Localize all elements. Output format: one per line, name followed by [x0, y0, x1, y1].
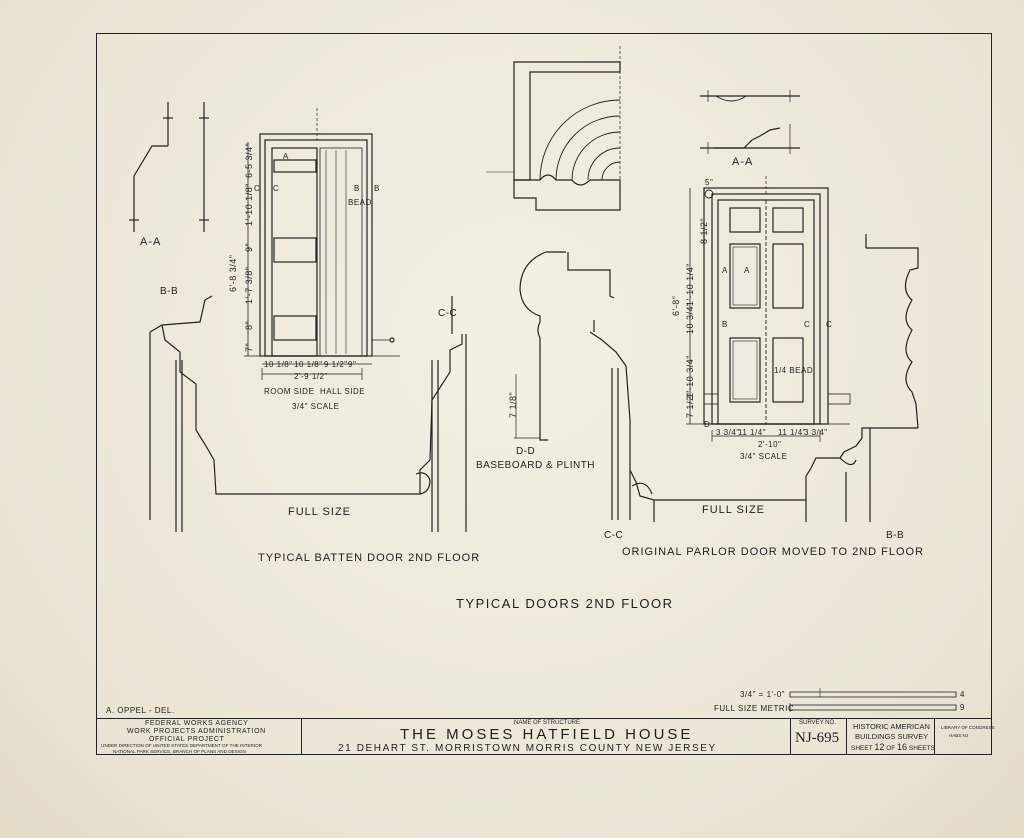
right-vert-dim-1: 8 1/2" — [699, 217, 709, 244]
room-side-label: ROOM SIDE — [264, 387, 315, 396]
sheet-number: 12 — [874, 742, 885, 752]
scale-end-a: 4 — [960, 690, 965, 699]
scale-end-b: 9 — [960, 703, 965, 712]
habs-line-2: BUILDINGS SURVEY — [855, 732, 929, 741]
batten-door-full-size-section — [149, 295, 467, 532]
habs-cell: HISTORIC AMERICAN BUILDINGS SURVEY SHEET… — [847, 719, 935, 755]
left-cc-label: C-C — [438, 308, 458, 319]
agency-line-2: WORK PROJECTS ADMINISTRATION — [127, 728, 266, 735]
batten-door-elevation — [244, 108, 400, 380]
left-b-marker-2: B — [374, 184, 380, 193]
right-width-dim-2: 11 1/4" — [738, 428, 766, 437]
title-block: FEDERAL WORKS AGENCY WORK PROJECTS ADMIN… — [97, 718, 995, 755]
agency-line-1: FEDERAL WORKS AGENCY — [145, 720, 249, 727]
right-c-marker-2: C — [826, 320, 833, 329]
drawing-border — [96, 33, 992, 755]
left-vert-dim-2: 1'-10 1/8" — [244, 183, 254, 226]
right-c-marker: C — [804, 320, 811, 329]
left-b-marker: B — [354, 184, 360, 193]
left-total-width: 2'-9 1/2" — [294, 372, 328, 381]
parlor-door-title: ORIGINAL PARLOR DOOR MOVED TO 2ND FLOOR — [622, 546, 925, 558]
library-line-2: HABS NJ — [949, 733, 969, 738]
left-width-dim-4: 9" — [348, 360, 357, 369]
left-vert-dim-1: 6-5 3/4" — [244, 142, 254, 178]
left-section-aa — [129, 102, 209, 232]
right-vert-dim-3: 10 3/4" — [685, 302, 695, 334]
right-overall-height: 6'-8" — [671, 295, 681, 316]
survey-number-caption: SURVEY NO. — [799, 720, 836, 726]
right-five-inch: 5" — [705, 178, 714, 187]
left-bb-label: B-B — [160, 286, 179, 297]
left-vert-dim-4: 1'-7 3/8" — [244, 266, 254, 304]
left-full-size-label: FULL SIZE — [288, 506, 351, 518]
survey-number-cell: SURVEY NO. NJ-695 — [791, 719, 847, 755]
parlor-door-full-size-section — [589, 234, 919, 522]
library-cell: LIBRARY OF CONGRESS HABS NJ — [935, 719, 995, 755]
baseboard-height-dim: 7 1/8" — [508, 391, 518, 418]
scale-bar-graphic — [789, 688, 957, 712]
left-vert-dim-6: 7" — [244, 342, 254, 352]
sheet-main-title: TYPICAL DOORS 2ND FLOOR — [456, 596, 674, 611]
baseboard-plinth-label: BASEBOARD & PLINTH — [476, 460, 596, 471]
right-b-marker: B — [722, 320, 728, 329]
left-vert-dim-5: 8" — [244, 320, 254, 330]
right-bb-label: B-B — [886, 530, 905, 541]
left-c-marker: C — [254, 184, 261, 193]
corner-block-detail — [486, 46, 621, 211]
right-scale-label: 3/4" SCALE — [740, 452, 788, 461]
batten-door-title: TYPICAL BATTEN DOOR 2ND FLOOR — [258, 552, 481, 564]
sheet-suffix: SHEETS — [908, 745, 935, 752]
right-vert-dim-5: 7 1/2" — [685, 391, 695, 418]
parlor-door-elevation — [686, 176, 851, 442]
left-c-marker-2: C — [273, 184, 280, 193]
baseboard-profile — [514, 251, 615, 441]
right-width-dim-1: 3 3/4" — [716, 428, 740, 437]
sheet-count: SHEET 12 OF 16 SHEETS — [851, 742, 935, 752]
right-width-dim-4: 3 3/4" — [804, 428, 828, 437]
structure-name-caption: NAME OF STRUCTURE — [514, 720, 580, 726]
left-overall-height: 6'-8 3/4" — [228, 254, 238, 292]
right-vert-dim-2: 1'-10 1/4" — [685, 263, 695, 306]
right-aa-label: A-A — [732, 156, 754, 168]
hall-side-label: HALL SIDE — [320, 387, 366, 396]
right-a-marker: A — [722, 266, 728, 275]
left-width-dim-3: 9 1/2" — [324, 360, 348, 369]
sheet-total: 16 — [897, 742, 908, 752]
right-total-width: 2'-10" — [758, 440, 782, 449]
right-bead-label: 1/4 BEAD — [774, 366, 814, 375]
structure-name: THE MOSES HATFIELD HOUSE — [400, 726, 694, 743]
metric-scale-label: FULL SIZE METRIC — [714, 704, 795, 713]
left-width-dim-1: 10 1/8" — [264, 360, 293, 369]
agency-line-4: UNDER DIRECTION OF UNITED STATES DEPARTM… — [101, 743, 263, 748]
left-bead-label: BEAD — [348, 198, 372, 207]
right-cc-label: C-C — [604, 530, 624, 541]
right-width-dim-3: 11 1/4" — [778, 428, 806, 437]
structure-address: 21 DEHART ST. MORRISTOWN MORRIS COUNTY N… — [338, 743, 717, 754]
agency-line-3: OFFICIAL PROJECT — [149, 736, 225, 743]
scale-bar-label: 3/4" = 1'-0" — [740, 690, 786, 699]
right-full-size-label: FULL SIZE — [702, 504, 765, 516]
library-line-1: LIBRARY OF CONGRESS — [941, 725, 995, 730]
right-a-marker-2: A — [744, 266, 750, 275]
left-a-marker: A — [283, 152, 289, 161]
left-aa-label: A-A — [140, 236, 162, 248]
sheet-of: OF — [886, 745, 896, 752]
left-width-dim-2: 10 1/8" — [294, 360, 323, 369]
dd-label: D-D — [516, 446, 536, 457]
agency-cell: FEDERAL WORKS AGENCY WORK PROJECTS ADMIN… — [97, 719, 302, 755]
delineator-credit: A. OPPEL - DEL. — [106, 706, 175, 715]
habs-line-1: HISTORIC AMERICAN — [853, 722, 930, 731]
right-d-marker: D — [704, 420, 711, 429]
sheet-prefix: SHEET — [851, 745, 873, 752]
left-vert-dim-3: 9" — [244, 242, 254, 252]
left-scale-label: 3/4" SCALE — [292, 402, 340, 411]
structure-name-cell: NAME OF STRUCTURE THE MOSES HATFIELD HOU… — [302, 719, 791, 755]
right-section-aa — [700, 90, 800, 154]
agency-line-5: NATIONAL PARK SERVICE, BRANCH OF PLANS A… — [113, 749, 246, 754]
survey-number: NJ-695 — [795, 730, 840, 746]
